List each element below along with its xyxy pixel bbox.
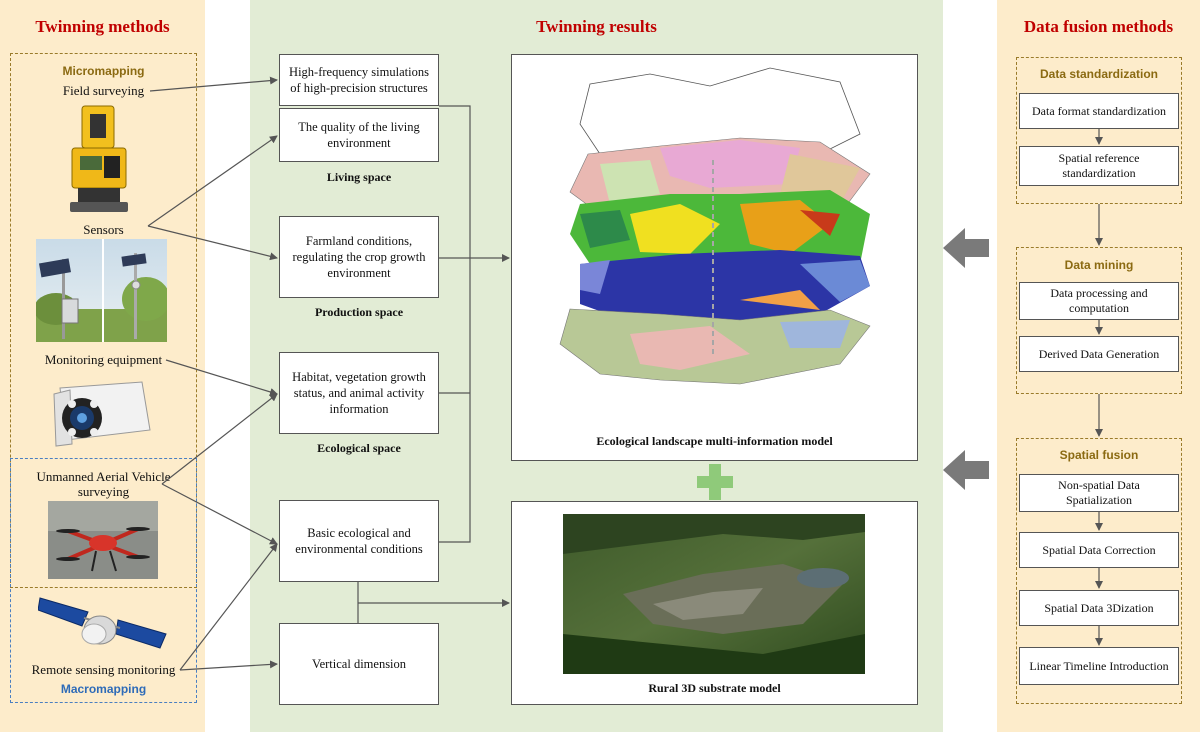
surveillance-camera-icon — [53, 381, 151, 447]
micromapping-group — [10, 53, 197, 588]
micromapping-title: Micromapping — [62, 64, 145, 78]
non-spatial-data-spatialization-box: Non-spatial Data Spatialization — [1019, 474, 1179, 512]
spatial-data-correction-box: Spatial Data Correction — [1019, 532, 1179, 568]
ecological-space-caption: Ecological space — [317, 441, 401, 455]
vertical-dimension-box: Vertical dimension — [279, 623, 439, 705]
monitoring-equipment-label: Monitoring equipment — [44, 352, 163, 367]
plus-icon — [697, 464, 733, 500]
remote-sensing-label: Remote sensing monitoring — [31, 662, 176, 677]
twinning-methods-heading: Twinning methods — [35, 17, 170, 36]
data-fusion-heading: Data fusion methods — [1023, 17, 1174, 36]
farmland-conditions-box: Farmland conditions, regulating the crop… — [279, 216, 439, 298]
production-space-caption: Production space — [314, 305, 404, 319]
large-left-arrow-icon — [943, 450, 989, 490]
data-standardization-title: Data standardization — [1039, 67, 1159, 81]
ecological-model-caption: Ecological landscape multi-information m… — [596, 434, 833, 448]
high-frequency-simulation-box: High-frequency simulations of high-preci… — [279, 54, 439, 106]
basic-ecological-conditions-box: Basic ecological and environmental condi… — [279, 500, 439, 582]
twinning-results-heading: Twinning results — [536, 17, 657, 36]
macromapping-group — [10, 458, 197, 703]
spatial-fusion-title: Spatial fusion — [1059, 448, 1139, 462]
living-space-caption: Living space — [326, 170, 392, 184]
macromapping-title: Macromapping — [60, 682, 147, 696]
uav-surveying-label: Unmanned Aerial Vehicle surveying — [36, 469, 171, 499]
total-station-icon — [70, 105, 128, 212]
spatial-data-3dization-box: Spatial Data 3Dization — [1019, 590, 1179, 626]
data-mining-group — [1016, 247, 1182, 394]
data-mining-title: Data mining — [1064, 258, 1134, 272]
spatial-fusion-group — [1016, 438, 1182, 704]
derived-data-generation-box: Derived Data Generation — [1019, 336, 1179, 372]
data-format-standardization-box: Data format standardization — [1019, 93, 1179, 129]
large-left-arrow-icon — [943, 228, 989, 268]
layered-map-illustration — [559, 67, 871, 385]
sensors-label: Sensors — [83, 222, 124, 237]
rural-model-caption: Rural 3D substrate model — [648, 681, 781, 695]
linear-timeline-introduction-box: Linear Timeline Introduction — [1019, 647, 1179, 685]
data-processing-box: Data processing and computation — [1019, 282, 1179, 320]
sensors-photo-icon — [36, 239, 167, 342]
data-standardization-group — [1016, 57, 1182, 204]
aerial-terrain-photo — [563, 514, 865, 674]
living-environment-quality-box: The quality of the living environment — [279, 108, 439, 162]
field-surveying-label: Field surveying — [62, 83, 145, 98]
satellite-icon — [38, 597, 167, 649]
drone-photo-icon — [48, 501, 158, 579]
habitat-vegetation-box: Habitat, vegetation growth status, and a… — [279, 352, 439, 434]
spatial-reference-standardization-box: Spatial reference standardization — [1019, 146, 1179, 186]
